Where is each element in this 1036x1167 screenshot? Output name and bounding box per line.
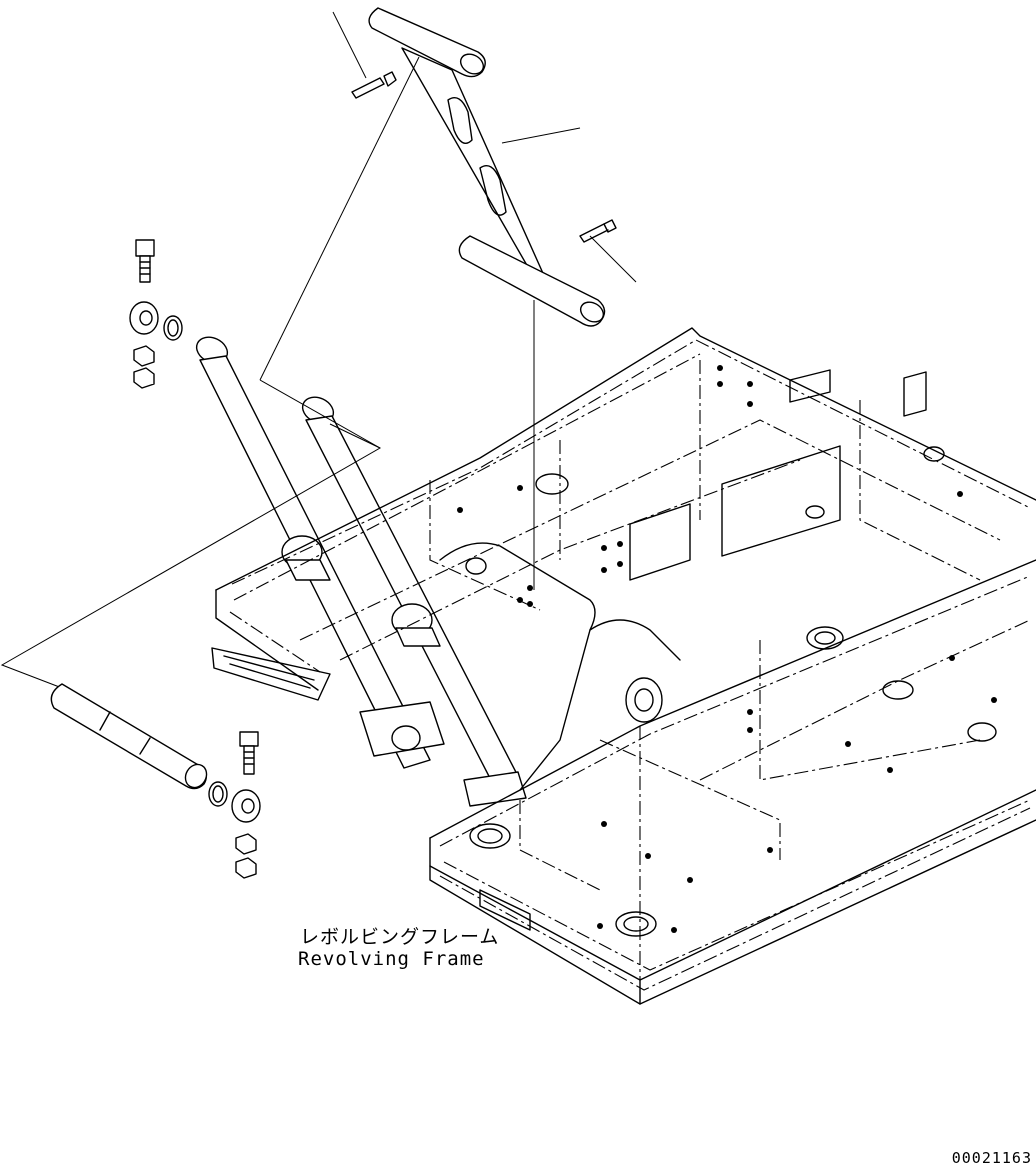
arm-links: [195, 336, 527, 807]
revolving-frame: [211, 327, 1036, 1005]
hardware-stack-upper: [129, 239, 183, 389]
part-label-english: Revolving Frame: [298, 948, 485, 970]
hardware-stack-lower: [208, 731, 261, 879]
pivot-pin: [50, 683, 208, 790]
leader-lines: [0, 379, 382, 689]
bolt-holes: [457, 365, 997, 933]
top-bracket: [259, 7, 637, 590]
drawing-number: 00021163: [951, 1149, 1032, 1167]
part-label-japanese: レボルビングフレーム: [300, 926, 500, 948]
